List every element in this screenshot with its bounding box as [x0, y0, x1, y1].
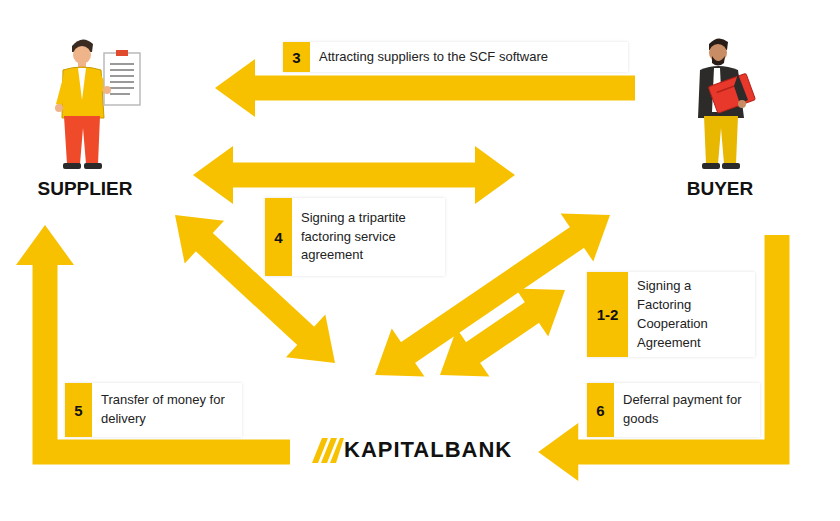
- step-card: 3Attracting suppliers to the SCF softwar…: [283, 42, 628, 72]
- callout-number: 5: [65, 383, 92, 437]
- arrow-band: [253, 76, 635, 101]
- arrow-head: [538, 423, 578, 481]
- bank-logo-mark: [312, 438, 344, 463]
- arrow-head: [516, 289, 565, 337]
- step-text: Deferral payment for goods: [614, 383, 760, 437]
- callout-number: 3: [283, 42, 310, 72]
- step-text: Transfer of money for delivery: [92, 383, 242, 437]
- callout-number: 1-2: [587, 272, 628, 357]
- actor-node: SUPPLIER: [20, 40, 150, 200]
- arrow-head: [475, 146, 515, 204]
- step-card: 1-2Signing a Factoring Cooperation Agree…: [587, 272, 755, 357]
- step-card: 5Transfer of money for delivery: [65, 383, 242, 437]
- thick-arrow: [440, 289, 565, 377]
- bank-name: KAPITALBANK: [344, 437, 512, 463]
- arrow-band: [45, 263, 290, 452]
- step-card: 4Signing a tripartite factoring service …: [265, 198, 445, 276]
- step-text: Signing a Factoring Cooperation Agreemen…: [628, 272, 755, 357]
- arrow-head: [440, 329, 489, 377]
- callout-number: 4: [265, 198, 292, 276]
- actor-name: SUPPLIER: [37, 178, 132, 200]
- step-text: Signing a tripartite factoring service a…: [292, 198, 445, 276]
- arrow-head: [193, 146, 233, 204]
- arrow-band: [576, 235, 777, 452]
- actor-name: BUYER: [687, 178, 754, 200]
- arrow-band: [471, 311, 533, 353]
- step-text: Attracting suppliers to the SCF software: [310, 42, 557, 72]
- arrow-head: [16, 225, 74, 265]
- actor-node: BUYER: [672, 38, 768, 200]
- thick-arrow: [538, 235, 777, 481]
- supplier-figure: [55, 39, 140, 169]
- bank-logo: KAPITALBANK: [344, 433, 516, 467]
- thick-arrow: [193, 146, 515, 204]
- arrow-head: [175, 215, 224, 263]
- arrow-head: [286, 315, 335, 363]
- arrow-head: [561, 214, 610, 262]
- arrow-band: [231, 163, 477, 188]
- step-card: 6Deferral payment for goods: [587, 383, 760, 437]
- callout-number: 6: [587, 383, 614, 437]
- thick-arrow: [16, 225, 290, 452]
- arrow-head: [375, 329, 424, 377]
- buyer-figure: [698, 38, 755, 169]
- arrow-head: [215, 59, 255, 117]
